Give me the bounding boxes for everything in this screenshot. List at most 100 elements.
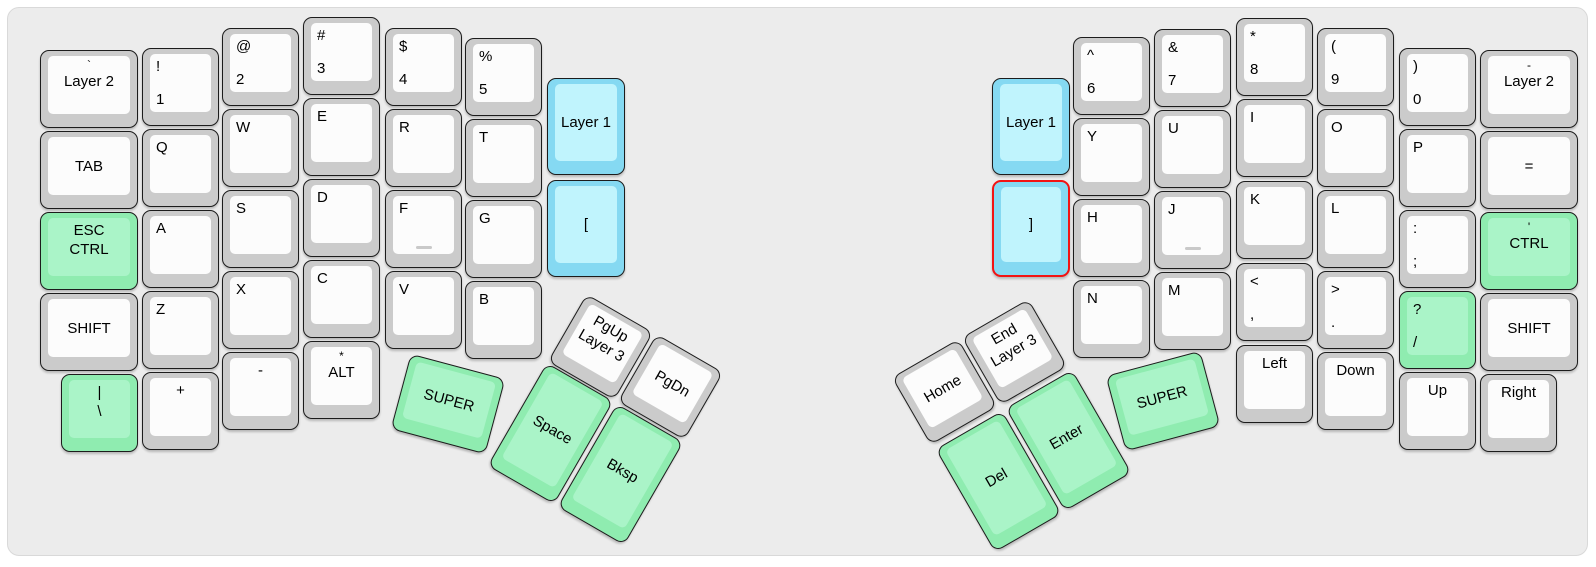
key-equals[interactable]: = [1480, 131, 1578, 209]
key-face: Y [1081, 124, 1142, 182]
key-z[interactable]: Z [142, 291, 219, 369]
key-h[interactable]: H [1073, 199, 1150, 277]
key-right-bracket[interactable]: ] [992, 180, 1070, 277]
key-legend: # [317, 27, 326, 44]
key-legend: - [258, 362, 263, 379]
key-t[interactable]: T [465, 119, 542, 197]
key-legend: SHIFT [67, 319, 111, 337]
key-legend: TAB [74, 157, 104, 175]
key-legend: . [1331, 314, 1336, 331]
key-legend: = [1524, 157, 1534, 175]
key-s[interactable]: S [222, 190, 299, 268]
key-g[interactable]: G [465, 200, 542, 278]
key-u[interactable]: U [1154, 110, 1231, 188]
key-a[interactable]: A [142, 210, 219, 288]
key-x[interactable]: X [222, 271, 299, 349]
key-arrow-right[interactable]: Right [1480, 374, 1557, 452]
key-legend: 3 [317, 60, 326, 77]
key-backtick-layer2[interactable]: `Layer 2 [40, 50, 138, 128]
key-legend: L [1331, 200, 1340, 217]
key-minus[interactable]: - [222, 352, 299, 430]
key-super-right[interactable]: SUPER [1105, 350, 1221, 452]
key-gt-period[interactable]: >. [1317, 271, 1394, 349]
key-face: I [1244, 105, 1305, 163]
key-face: PgDn [631, 343, 714, 424]
key-e[interactable]: E [303, 98, 380, 176]
key-arrow-left[interactable]: Left [1236, 345, 1313, 423]
key-dollar-4[interactable]: $4 [385, 28, 462, 106]
key-face: = [1488, 137, 1570, 195]
key-legend: 2 [236, 71, 245, 88]
key-m[interactable]: M [1154, 272, 1231, 350]
key-d[interactable]: D [303, 179, 380, 257]
key-legend: ESC [73, 222, 105, 239]
key-asterisk-8[interactable]: *8 [1236, 18, 1313, 96]
key-dash-layer2[interactable]: -Layer 2 [1480, 50, 1578, 128]
key-hash-3[interactable]: #3 [303, 17, 380, 95]
key-j[interactable]: J [1154, 191, 1231, 269]
key-o[interactable]: O [1317, 109, 1394, 187]
key-shift-left[interactable]: SHIFT [40, 293, 138, 371]
key-face: SHIFT [1488, 299, 1570, 357]
key-face: S [230, 196, 291, 254]
key-legend: Del [982, 465, 1011, 492]
key-quote-ctrl[interactable]: 'CTRL [1480, 212, 1578, 290]
key-lt-comma[interactable]: <, [1236, 263, 1313, 341]
key-question-slash[interactable]: ?/ [1399, 291, 1476, 369]
key-face: &7 [1162, 35, 1223, 93]
key-layer1-left[interactable]: Layer 1 [547, 78, 625, 175]
key-legend: / [1413, 334, 1418, 351]
key-arrow-down[interactable]: Down [1317, 352, 1394, 430]
key-p[interactable]: P [1399, 129, 1476, 207]
key-face: D [311, 185, 372, 243]
key-v[interactable]: V [385, 271, 462, 349]
key-b[interactable]: B [465, 281, 542, 359]
key-asterisk-alt[interactable]: *ALT [303, 341, 380, 419]
key-face: 'CTRL [1488, 218, 1570, 276]
key-i[interactable]: I [1236, 99, 1313, 177]
key-legend: < [1250, 273, 1259, 290]
key-colon-semicolon[interactable]: :; [1399, 210, 1476, 288]
key-legend: U [1168, 120, 1179, 137]
key-plus[interactable]: + [142, 372, 219, 450]
key-face: #3 [311, 23, 372, 81]
key-paren-0[interactable]: )0 [1399, 48, 1476, 126]
key-at-2[interactable]: @2 [222, 28, 299, 106]
key-caret-6[interactable]: ^6 [1073, 37, 1150, 115]
key-exclam-1[interactable]: !1 [142, 48, 219, 126]
key-face: O [1325, 115, 1386, 173]
key-super-left[interactable]: SUPER [390, 353, 506, 455]
key-y[interactable]: Y [1073, 118, 1150, 196]
key-n[interactable]: N [1073, 280, 1150, 358]
key-face: *ALT [311, 347, 372, 405]
key-face: ] [1001, 187, 1061, 262]
key-legend: * [1250, 28, 1256, 45]
key-legend: Y [1087, 128, 1098, 145]
key-shift-right[interactable]: SHIFT [1480, 293, 1578, 371]
key-legend: 5 [479, 81, 488, 98]
key-legend: Bksp [603, 455, 642, 487]
key-w[interactable]: W [222, 109, 299, 187]
key-tab[interactable]: TAB [40, 131, 138, 209]
key-left-bracket[interactable]: [ [547, 180, 625, 277]
key-f[interactable]: F [385, 190, 462, 268]
key-amp-7[interactable]: &7 [1154, 29, 1231, 107]
key-legend: 8 [1250, 61, 1259, 78]
key-k[interactable]: K [1236, 181, 1313, 259]
key-legend: F [399, 200, 409, 217]
key-layer1-right[interactable]: Layer 1 [992, 78, 1070, 175]
key-arrow-up[interactable]: Up [1399, 372, 1476, 450]
key-r[interactable]: R [385, 109, 462, 187]
key-c[interactable]: C [303, 260, 380, 338]
key-q[interactable]: Q [142, 129, 219, 207]
key-legend: 6 [1087, 80, 1096, 97]
key-legend: J [1168, 201, 1176, 218]
key-legend: Layer 2 [1503, 73, 1555, 90]
key-l[interactable]: L [1317, 190, 1394, 268]
key-pipe-backslash[interactable]: |\ [61, 374, 138, 452]
key-paren-9[interactable]: (9 [1317, 28, 1394, 106]
key-percent-5[interactable]: %5 [465, 38, 542, 116]
key-legend: ' [1527, 220, 1531, 234]
key-legend: Up [1427, 382, 1448, 399]
